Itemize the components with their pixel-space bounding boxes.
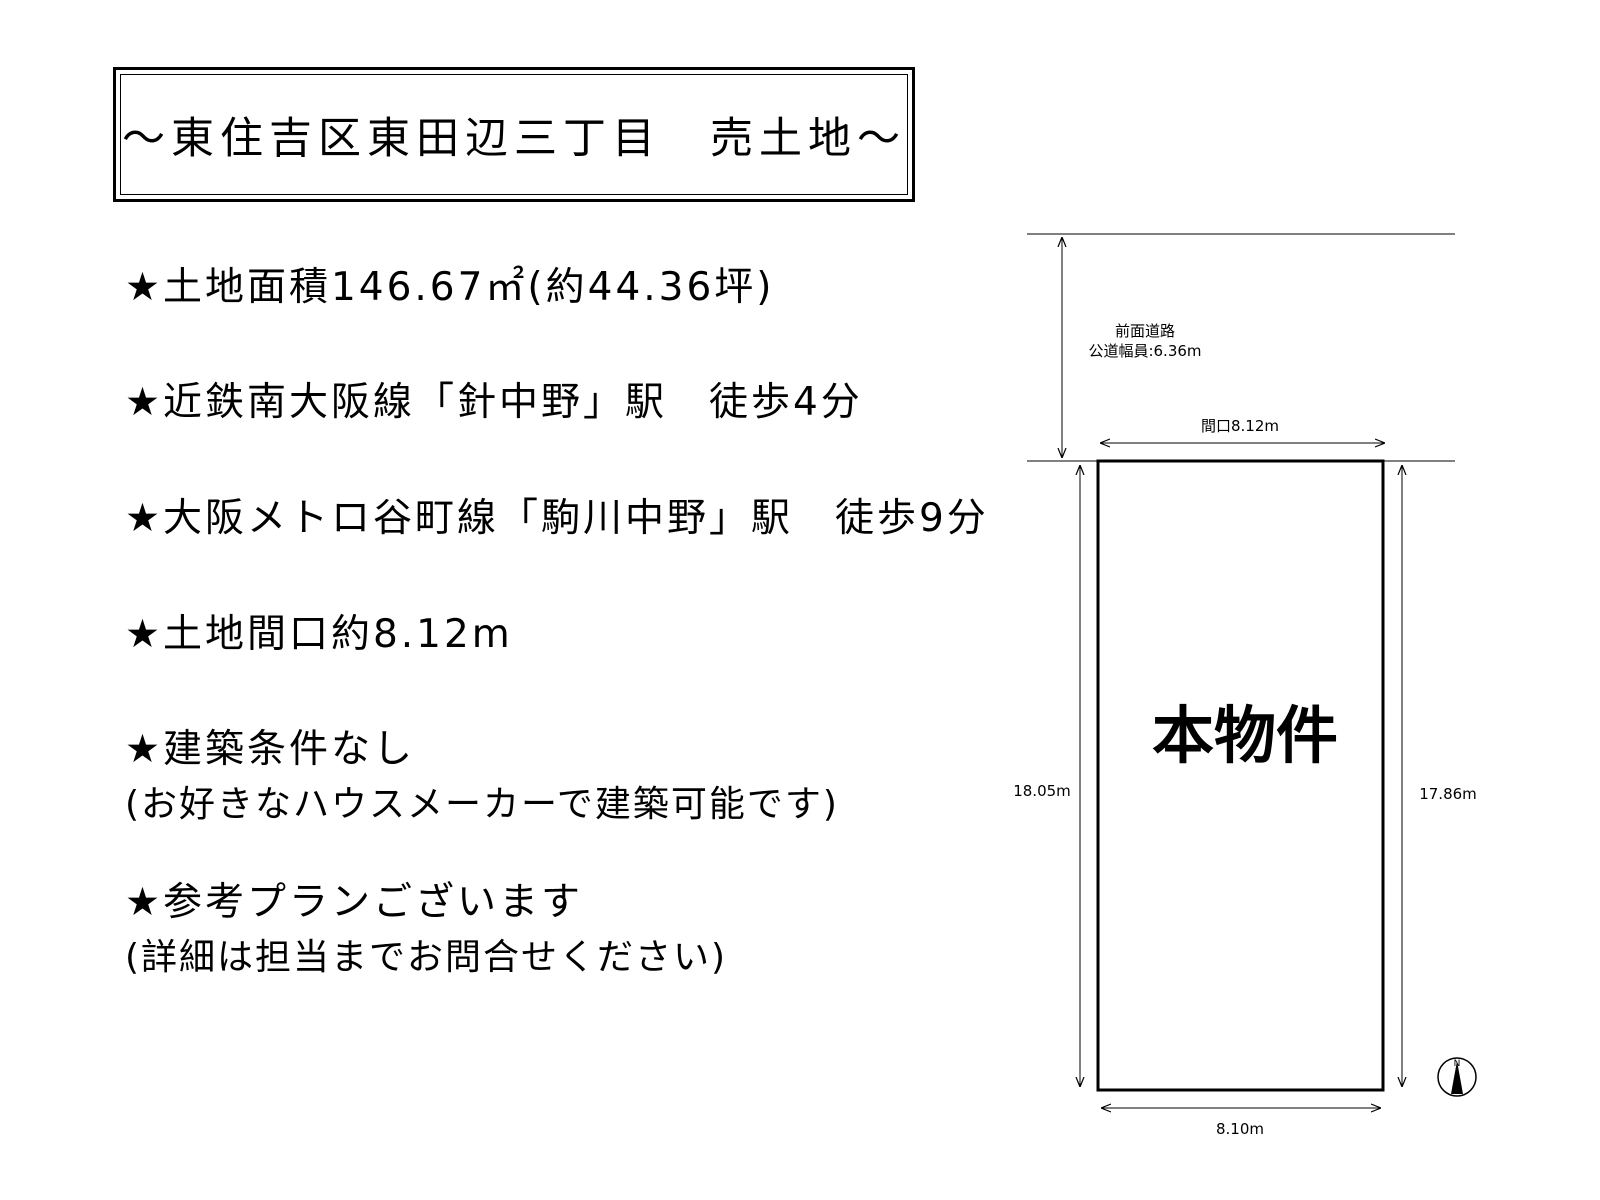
north-arrow-icon: N [1437,1057,1477,1097]
north-label: N [1454,1059,1461,1069]
feature-station-komagawanakano: ★大阪メトロ谷町線「駒川中野」駅 徒歩9分 [125,496,989,541]
road-label: 前面道路 [1115,322,1175,340]
feature-no-building-conditions: ★建築条件なし [125,727,415,772]
feature-reference-plan-note: (詳細は担当までお問合せください) [125,937,728,978]
property-label: 本物件 [1152,699,1338,772]
property-lot [1096,459,1385,1092]
left-depth-label: 18.05m [1013,782,1071,800]
feature-reference-plan: ★参考プランございます [125,880,583,925]
feature-land-area: ★土地面積146.67㎡(約44.36坪) [125,265,775,310]
page-title: ～東住吉区東田辺三丁目 売土地～ [122,113,906,164]
title-box: ～東住吉区東田辺三丁目 売土地～ [113,67,915,202]
frontage-label: 間口8.12m [1201,417,1279,435]
feature-station-harinakano: ★近鉄南大阪線「針中野」駅 徒歩4分 [125,380,863,425]
feature-frontage: ★土地間口約8.12m [125,612,513,657]
right-depth-label: 17.86m [1419,785,1477,803]
bottom-width-label: 8.10m [1216,1120,1264,1138]
road-width-label: 公道幅員:6.36m [1088,342,1201,360]
feature-no-building-conditions-note: (お好きなハウスメーカーで建築可能です) [125,784,839,825]
